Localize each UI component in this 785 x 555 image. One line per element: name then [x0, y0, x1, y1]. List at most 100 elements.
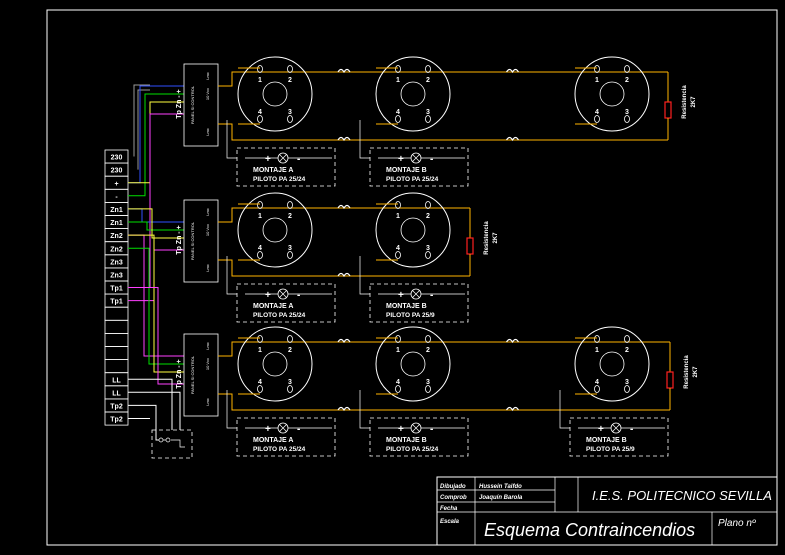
- control-module: [183, 63, 219, 147]
- detector-terminal: [594, 65, 600, 73]
- detector-terminal: [594, 335, 600, 343]
- pilot-feed: [359, 256, 370, 295]
- detector-terminal-label: 4: [396, 109, 400, 116]
- detector-terminal-label: 2: [625, 347, 629, 354]
- loop-wire-top: [218, 207, 470, 223]
- terminal-label: Zn1: [110, 207, 123, 214]
- pilot-minus: -: [430, 154, 433, 165]
- resistor-label: Resistencia: [684, 355, 690, 389]
- detector-terminal: [594, 385, 600, 393]
- detector-terminal: [257, 115, 263, 123]
- detector-terminal: [257, 251, 263, 259]
- lamp-icon-cross: [279, 424, 287, 432]
- tb-drawing-title: Esquema Contraincendios: [484, 520, 695, 540]
- pilot-box: [236, 283, 336, 323]
- detector-center: [262, 81, 288, 107]
- pilot-model-label: PILOTO PA 25/9: [386, 312, 435, 319]
- detector-terminal: [287, 335, 293, 343]
- loop-wire-bottom: [218, 123, 668, 141]
- pilot-mount-label: MONTAJE B: [386, 437, 427, 444]
- module-lmc-top: Lmc: [205, 342, 210, 350]
- terminal-cell: [104, 319, 129, 334]
- lamp-icon-cross: [412, 424, 420, 432]
- pilot-model-label: PILOTO PA 25/24: [253, 446, 306, 453]
- detector-base: [375, 192, 451, 268]
- detector-terminal: [395, 115, 401, 123]
- lamp-icon-cross: [279, 290, 287, 298]
- pilot-minus: -: [430, 424, 433, 435]
- detector-terminal: [395, 385, 401, 393]
- resistor-value: 2K7: [693, 366, 699, 378]
- detector-terminal-label: 1: [258, 213, 262, 220]
- control-module: [183, 333, 219, 417]
- terminal-label: Zn2: [110, 246, 123, 253]
- lamp-icon-cross: [612, 424, 620, 432]
- pilot-box: [569, 417, 669, 457]
- detector-terminal: [287, 201, 293, 209]
- zone-wire: [128, 113, 184, 288]
- detector-terminal-label: 1: [595, 347, 599, 354]
- detector-terminal: [257, 65, 263, 73]
- terminal-label: Zn3: [110, 273, 123, 280]
- detector-terminal-label: 4: [396, 245, 400, 252]
- module-lmc-bottom: Lmc: [205, 264, 210, 272]
- tb-school: I.E.S. POLITECNICO SEVILLA: [592, 488, 772, 503]
- module-lmc-top: Lmc: [205, 208, 210, 216]
- module-lmc-bottom: Lmc: [205, 398, 210, 406]
- pilot-mount-label: MONTAJE B: [386, 303, 427, 310]
- pilot-model-label: PILOTO PA 25/24: [386, 176, 439, 183]
- detector-terminal-label: 2: [426, 77, 430, 84]
- detector-terminal: [287, 251, 293, 259]
- module-lmc-top: Lmc: [205, 72, 210, 80]
- detector-center: [599, 351, 625, 377]
- loop-wire-bottom: [218, 393, 670, 411]
- pilot-box: [369, 417, 469, 457]
- wire-connector: [505, 68, 520, 74]
- detector-terminal-label: 3: [288, 109, 292, 116]
- detector-terminal: [624, 65, 630, 73]
- tb-escala-label: Escala: [440, 519, 460, 525]
- wire-connector: [337, 136, 351, 142]
- terminal-label: LL: [112, 377, 121, 384]
- pilot-plus: +: [598, 424, 604, 435]
- terminal-label: Zn3: [110, 259, 123, 266]
- terminal-label: Tp1: [110, 286, 123, 293]
- zone-wire: [128, 234, 184, 373]
- detector-terminal-label: 4: [258, 245, 262, 252]
- detector-terminal-label: 4: [595, 379, 599, 386]
- detector-terminal-label: 2: [288, 77, 292, 84]
- zone-wire: [128, 93, 184, 197]
- detector-terminal-label: 3: [426, 109, 430, 116]
- pilot-model-label: PILOTO PA 25/24: [253, 312, 306, 319]
- detector-terminal: [287, 65, 293, 73]
- wire-connector: [505, 406, 520, 412]
- detector-terminal: [624, 385, 630, 393]
- detector-terminal-label: 3: [426, 245, 430, 252]
- detector-terminal-label: 1: [396, 77, 400, 84]
- wire-connector: [337, 204, 351, 210]
- detector-terminal: [395, 335, 401, 343]
- loop-wire-top: [218, 341, 670, 357]
- detector-terminal: [257, 201, 263, 209]
- pilot-plus: +: [265, 290, 271, 301]
- detector-terminal-label: 1: [258, 77, 262, 84]
- tb-plano: Plano nº: [718, 518, 757, 529]
- ll-wire: [128, 391, 181, 430]
- module-side-label: Tp Zn - +: [176, 225, 183, 254]
- detector-terminal-label: 2: [625, 77, 629, 84]
- detector-terminal: [425, 251, 431, 259]
- drawing-border: [46, 9, 778, 546]
- detector-terminal: [395, 251, 401, 259]
- tp2-jumper: [151, 429, 193, 459]
- detector-terminal-label: 3: [288, 245, 292, 252]
- pilot-model-label: PILOTO PA 25/24: [386, 446, 439, 453]
- resistor-label: Resistencia: [682, 85, 688, 119]
- detector-terminal: [395, 65, 401, 73]
- detector-base: [375, 56, 451, 132]
- module-name: PANEL SI CONTROL: [190, 221, 195, 260]
- detector-center: [400, 217, 426, 243]
- bundle-wire: [133, 84, 150, 157]
